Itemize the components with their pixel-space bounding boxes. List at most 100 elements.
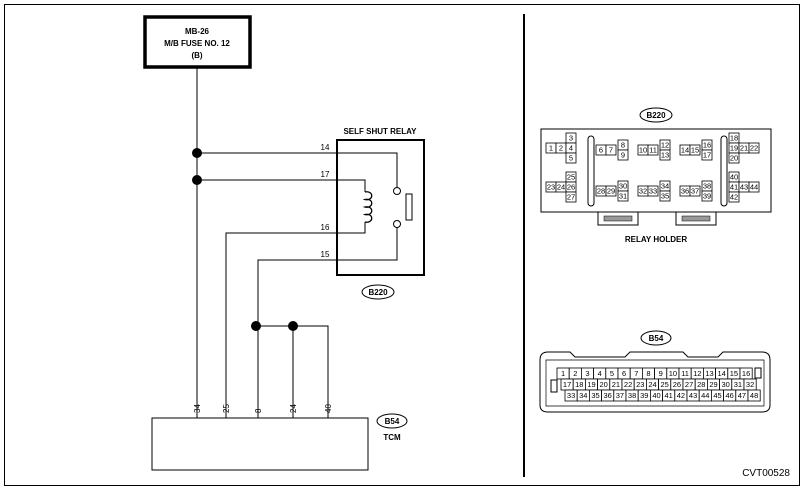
contact-icon [393,220,401,228]
cell-number: 43 [740,183,748,192]
cell-number: 43 [689,391,697,400]
cell-number: 42 [677,391,685,400]
connector-cell: 41 [662,389,676,402]
relay-pin-16: 16 [321,223,330,232]
connector-cell: 33 [564,389,578,402]
connector-cell: 45 [711,389,725,402]
connector-cell: 1 [556,367,570,380]
cell-number: 11 [649,146,657,155]
key-slot [550,379,558,393]
cell-number: 2 [573,369,577,378]
connector-cell: 8 [642,367,656,380]
connector-cell: 2 [555,142,567,154]
connector-cell: 25 [565,171,577,183]
relay-contact-wire-2 [337,227,398,261]
cell-number: 27 [685,380,693,389]
connector-cell: 40 [650,389,664,402]
tcm-label: TCM [383,433,401,442]
cell-number: 35 [591,391,599,400]
cell-number: 32 [639,187,647,196]
fuse-box: MB-26 M/B FUSE NO. 12 (B) [143,15,252,69]
connector-cell: 42 [674,389,688,402]
cell-number: 39 [640,391,648,400]
figure-code: CVT00528 [742,468,790,479]
tcm-pin-8: 8 [254,408,263,413]
connector-cell: 16 [739,367,753,380]
cell-number: 28 [697,380,705,389]
connector-cell: 1 [545,142,557,154]
fuse-line-1: MB-26 [185,27,210,36]
cell-number: 8 [646,369,650,378]
cell-number: 13 [661,151,669,160]
guide-slot [720,135,728,207]
connector-cell: 24 [555,181,567,193]
cell-number: 22 [750,144,758,153]
tcm-pin-25: 25 [222,404,231,413]
cell-number: 22 [624,380,632,389]
connector-cell: 14 [715,367,729,380]
cell-number: 36 [681,187,689,196]
svg-text:B220: B220 [646,111,666,120]
connector-cell: 43 [738,181,750,193]
cell-number: 33 [567,391,575,400]
cell-number: 24 [557,183,565,192]
connector-cell: 7 [629,367,643,380]
connector-cell: 42 [728,191,740,203]
cell-number: 11 [681,369,689,378]
latch-tab [603,215,633,222]
connector-cell: 20 [597,378,611,391]
connector-cell: 19 [585,378,599,391]
cell-number: 18 [575,380,583,389]
cell-number: 5 [569,154,573,163]
connector-cell: 16 [701,139,713,151]
tcm-box [151,417,369,471]
cell-number: 44 [750,183,758,192]
connector-cell: 39 [701,190,713,202]
connector-cell: 26 [565,181,577,193]
cell-number: 37 [616,391,624,400]
connector-cell: 18 [728,132,740,144]
cell-number: 6 [599,146,603,155]
cell-number: 19 [730,144,738,153]
relay-pin-14: 14 [321,143,330,152]
cell-number: 38 [628,391,636,400]
tcm-connector-tag: B54 [376,413,408,429]
connector-cell: 29 [605,185,617,197]
connector-cell: 9 [654,367,668,380]
contact-icon [393,187,401,195]
cell-number: 2 [559,144,563,153]
connector-cell: 35 [659,190,671,202]
connector-cell: 28 [595,185,607,197]
connector-cell: 38 [701,180,713,192]
cell-number: 3 [585,369,589,378]
cell-number: 30 [722,380,730,389]
connector-cell: 38 [625,389,639,402]
connector-cell: 35 [589,389,603,402]
fuse-line-3: (B) [191,51,202,60]
cell-number: 34 [579,391,587,400]
connector-cell: 13 [703,367,717,380]
connector-cell: 37 [689,185,701,197]
connector-cell: 4 [565,142,577,154]
junction-dot [192,148,202,158]
connector-cell: 13 [659,149,671,161]
cell-number: 6 [622,369,626,378]
connector-cell: 14 [679,144,691,156]
cell-number: 25 [567,173,575,182]
cell-number: 9 [621,151,625,160]
cell-number: 37 [691,187,699,196]
connector-cell: 3 [565,132,577,144]
cell-number: 5 [610,369,614,378]
cell-number: 33 [649,187,657,196]
connector-cell: 22 [621,378,635,391]
key-slot [754,367,762,379]
connector-cell: 10 [637,144,649,156]
cell-number: 23 [547,183,555,192]
connector-cell: 9 [617,149,629,161]
wire-pin-15 [257,259,337,418]
svg-text:B220: B220 [368,288,388,297]
connector-cell: 21 [738,142,750,154]
cell-number: 25 [661,380,669,389]
cell-number: 23 [636,380,644,389]
connector-cell: 31 [617,190,629,202]
